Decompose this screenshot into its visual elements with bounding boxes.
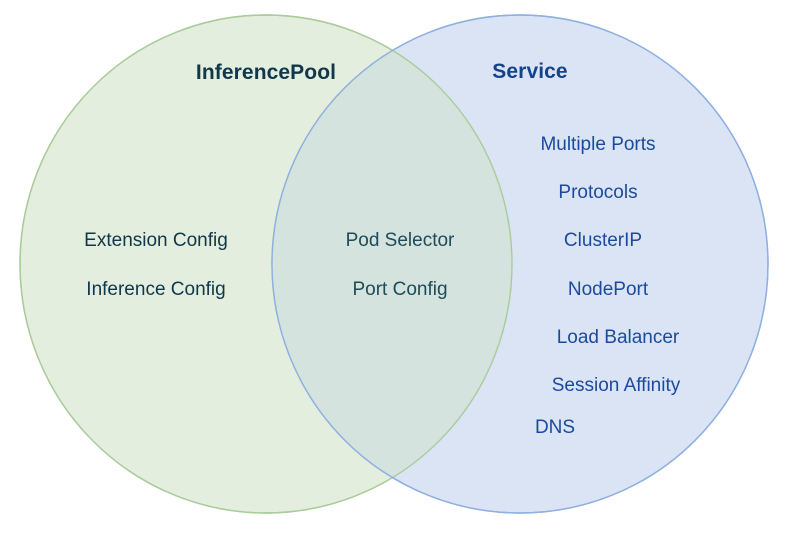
intersection-item-pod-selector: Pod Selector xyxy=(345,230,455,251)
left-set-item-extension-config: Extension Config xyxy=(84,230,228,251)
left-set-outline xyxy=(19,14,513,514)
right-set-item-clusterip: ClusterIP xyxy=(563,230,643,251)
right-set-item-session-affinity: Session Affinity xyxy=(551,375,681,396)
right-set-item-dns: DNS xyxy=(534,417,576,438)
left-set-title: InferencePool xyxy=(195,61,337,84)
left-set-item-inference-config: Inference Config xyxy=(86,279,226,300)
right-set-title: Service xyxy=(492,60,568,83)
right-set-item-load-balancer: Load Balancer xyxy=(556,327,680,348)
right-set-item-protocols: Protocols xyxy=(558,182,638,203)
intersection-item-port-config: Port Config xyxy=(352,279,448,300)
right-set-outline xyxy=(271,14,769,514)
right-set-item-multiple-ports: Multiple Ports xyxy=(540,134,656,155)
right-set-item-nodeport: NodePort xyxy=(567,279,649,300)
intersection-region[interactable] xyxy=(272,15,768,513)
